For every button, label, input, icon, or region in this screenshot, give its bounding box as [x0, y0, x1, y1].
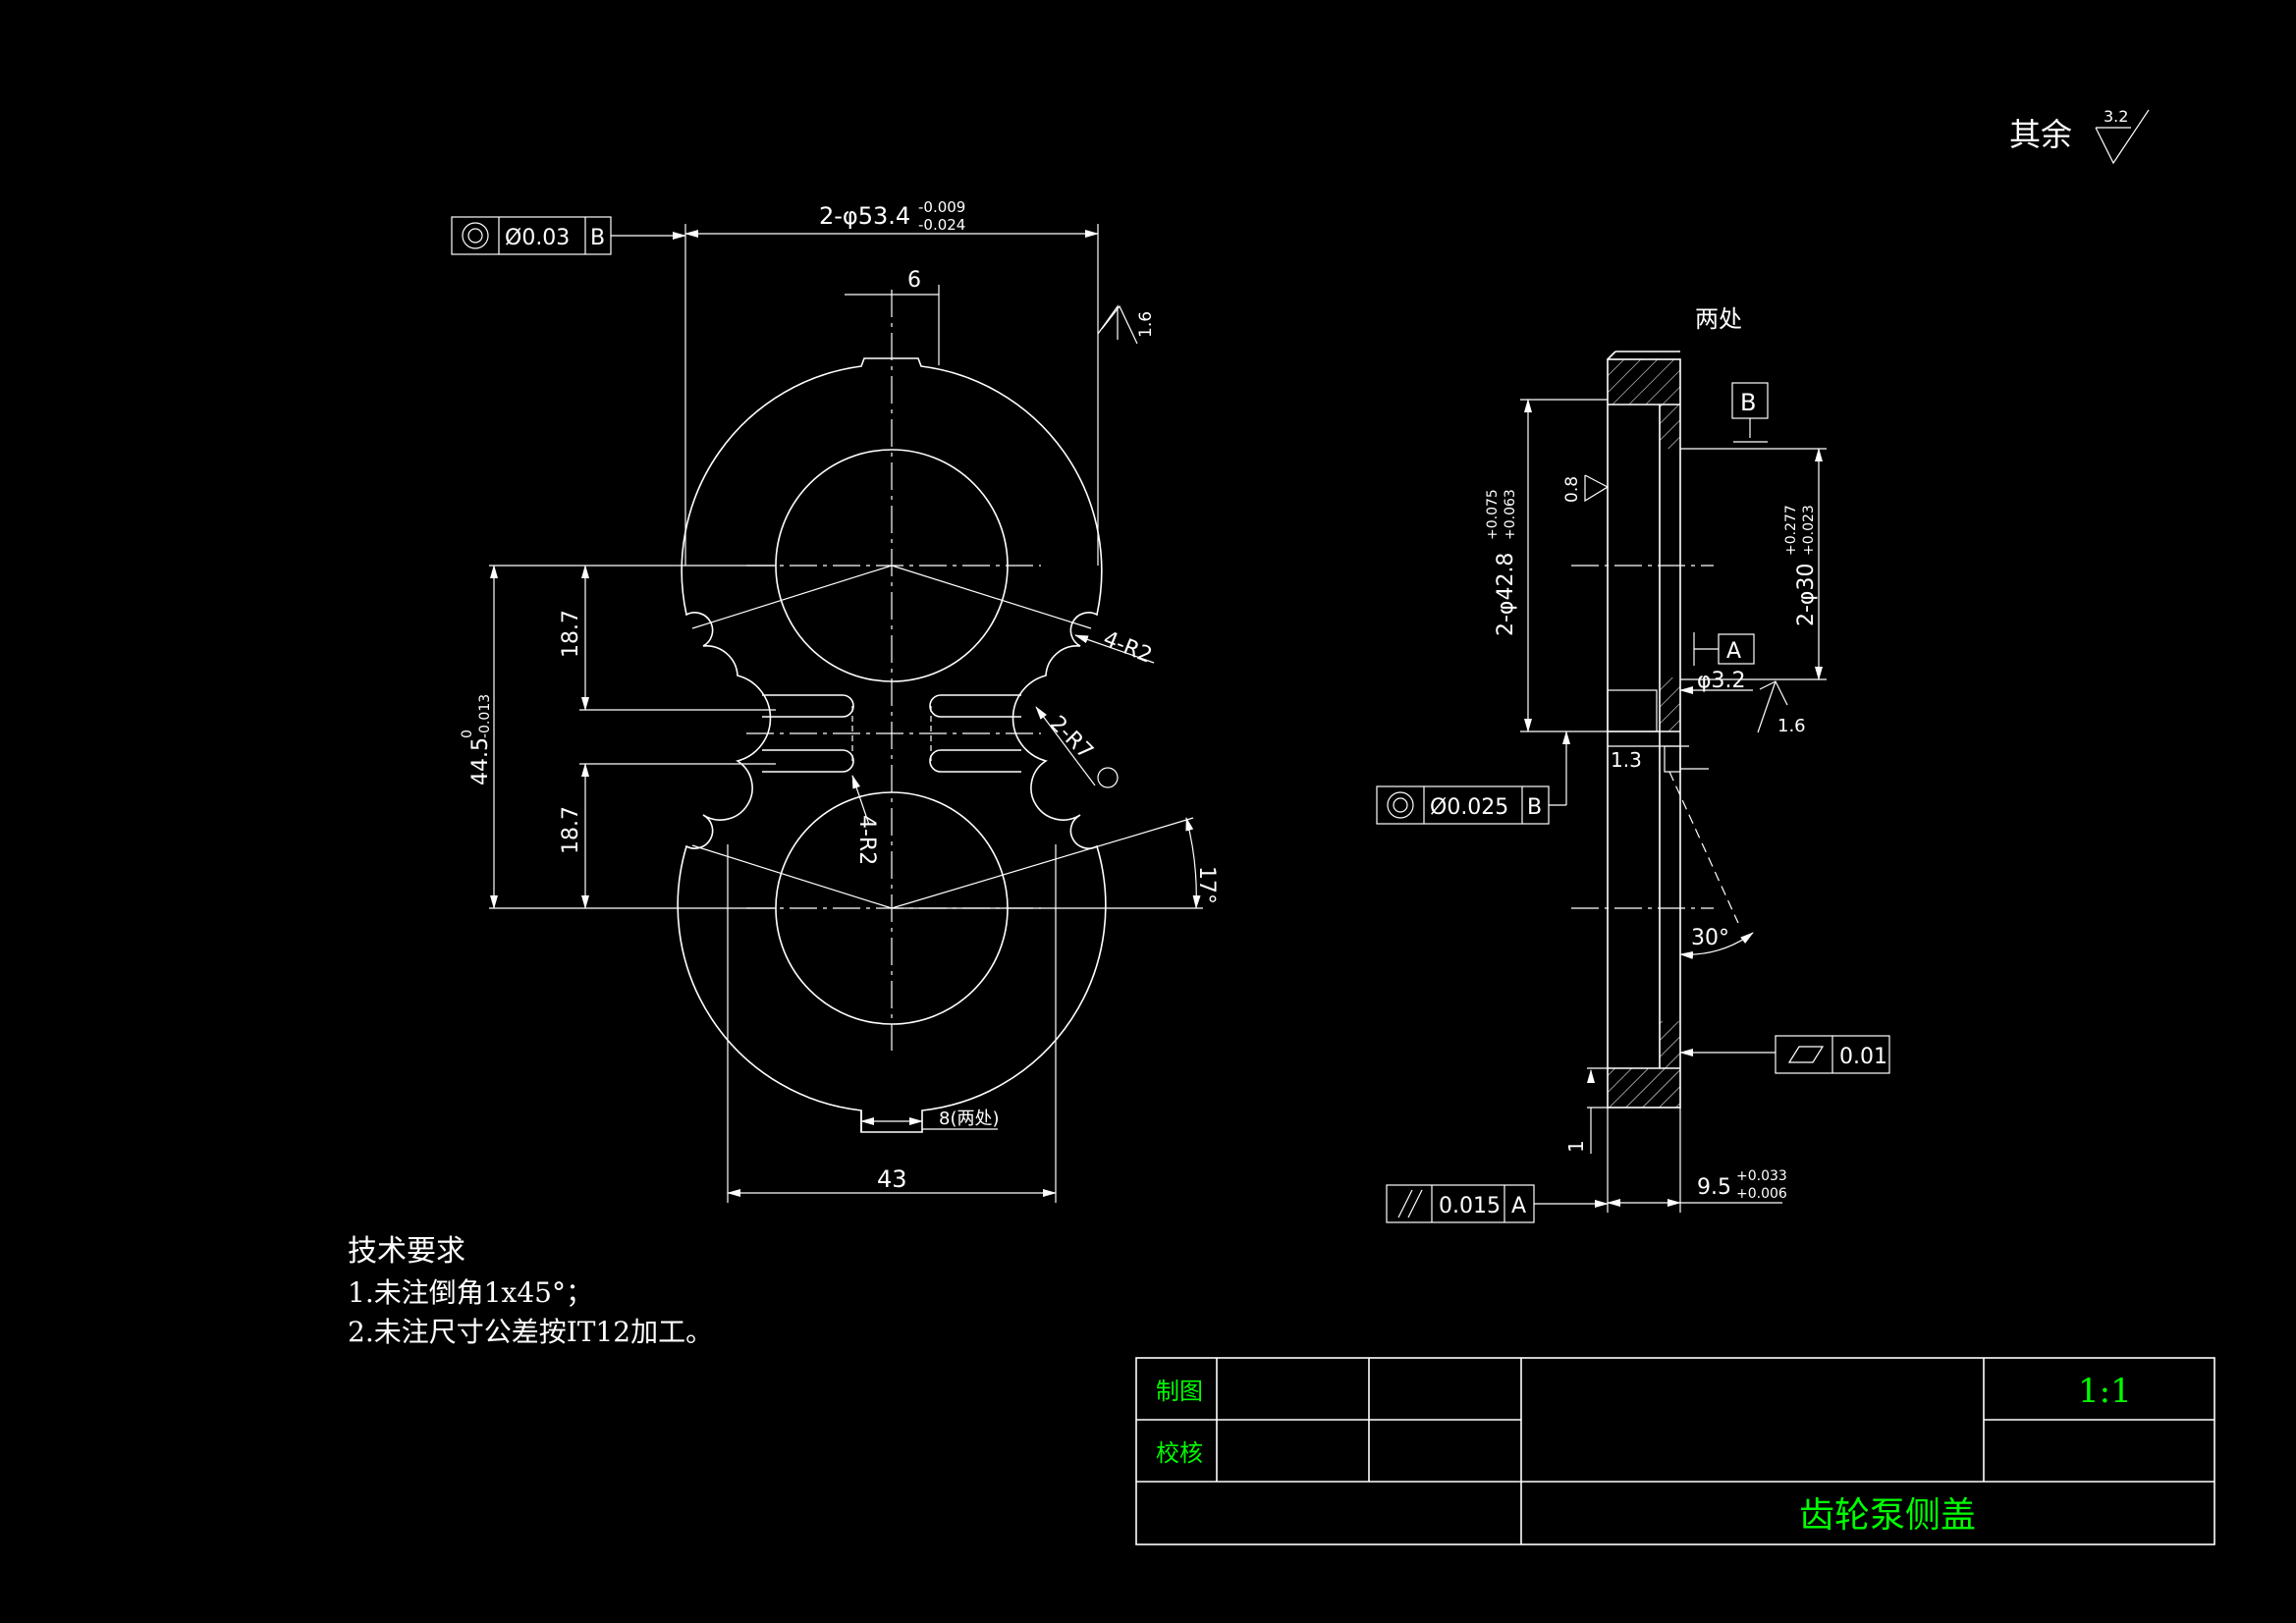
dim-outer-diameter: 2-φ53.4 [819, 202, 910, 230]
title-block-part-name: 齿轮泵侧盖 [1799, 1495, 1976, 1536]
dim-depth: 1.3 [1611, 748, 1642, 772]
general-roughness-note: 其余 3.2 [2009, 107, 2150, 165]
dim-center-distance-tol-lower: -0.013 [477, 694, 493, 738]
dim-bore-left-tol-lower: +0.063 [1503, 489, 1518, 540]
dim-notch-radius: 4-R2 [1100, 626, 1156, 668]
fcf-front-value: Ø0.03 [505, 226, 570, 250]
roughness-left-icon [1584, 474, 1610, 503]
dim-height-lower: 18.7 [559, 806, 583, 854]
dim-angle-side: 30° [1691, 926, 1729, 950]
dim-bottom-slot: 8(两处) [939, 1109, 1000, 1129]
title-block-checked-label: 校核 [1156, 1439, 1203, 1467]
fcf-side-parallelism: 0.015 A [1386, 1184, 1609, 1223]
fcf-coax-datum: B [1527, 795, 1542, 820]
fcf-par-datum: A [1511, 1194, 1526, 1218]
tech-req-title: 技术要求 [348, 1234, 465, 1269]
dim-center-distance-tol-upper: 0 [460, 730, 475, 738]
dim-bore-right-tol-lower: +0.023 [1801, 505, 1817, 556]
side-view: 两处 B 2-φ42.8 +0.075 +0.063 0.8 [1376, 305, 1890, 1223]
fcf-flat-value: 0.01 [1839, 1045, 1887, 1069]
roughness-note-value: 3.2 [2104, 107, 2128, 126]
dim-height-upper: 18.7 [559, 610, 583, 658]
dim-outer-diameter-tol-lower: -0.024 [918, 216, 965, 234]
parallelism-icon [1397, 1189, 1413, 1218]
dim-bore-left: 2-φ42.8 [1494, 553, 1518, 636]
side-section-outline [1607, 358, 1681, 1109]
dim-width: 43 [877, 1165, 907, 1193]
fcf-side-flatness: 0.01 [1679, 1035, 1890, 1074]
dim-center-distance: 44.5 [468, 737, 493, 785]
roughness-note-label: 其余 [2009, 116, 2072, 153]
dim-bore-right: 2-φ30 [1794, 564, 1819, 626]
roughness-left: 0.8 [1562, 476, 1582, 503]
dim-inner-radius: 4-R2 [854, 815, 879, 865]
dim-outer-diameter-tol-upper: -0.009 [918, 198, 965, 216]
fcf-coax-value: Ø0.025 [1430, 795, 1508, 820]
fcf-side-coaxiality: Ø0.025 B [1376, 730, 1570, 825]
coaxiality-icon [1387, 791, 1414, 819]
tech-req-line-1: 1.未注倒角1x45°； [348, 1276, 593, 1309]
fcf-par-value: 0.015 [1439, 1194, 1501, 1218]
title-block-scale: 1:1 [2078, 1372, 2132, 1411]
flatness-icon [1787, 1046, 1825, 1063]
concentricity-icon [462, 222, 489, 249]
front-view-outline [677, 357, 1107, 1133]
front-view: 2-φ53.4 -0.009 -0.024 Ø0.03 B 6 1.6 4-R2… [451, 198, 1219, 1203]
dim-hole: φ3.2 [1697, 669, 1746, 693]
dim-one: 1 [1564, 1140, 1588, 1153]
title-block-drawn-label: 制图 [1156, 1378, 1203, 1405]
dim-slot-width: 6 [907, 268, 921, 293]
dim-thickness-tol-upper: +0.033 [1736, 1168, 1787, 1184]
fcf-front-concentricity: Ø0.03 B [451, 216, 686, 255]
datum-b-label: B [1740, 389, 1756, 416]
datum-a-label: A [1726, 639, 1741, 664]
relief-slots [762, 694, 1021, 773]
dim-thickness-tol-lower: +0.006 [1736, 1186, 1787, 1202]
fcf-front-datum: B [590, 226, 605, 250]
dim-bore-left-tol-upper: +0.075 [1485, 489, 1501, 540]
dim-bore-right-tol-upper: +0.277 [1783, 505, 1799, 556]
dim-thickness: 9.5 [1697, 1175, 1731, 1200]
note-two-places: 两处 [1695, 305, 1742, 333]
roughness-front: 1.6 [1136, 311, 1156, 338]
dim-angle-front: 17° [1194, 866, 1219, 904]
technical-requirements: 技术要求 1.未注倒角1x45°； 2.未注尺寸公差按IT12加工。 [348, 1234, 713, 1348]
hatch-top [1608, 359, 1680, 405]
roughness-right: 1.6 [1777, 716, 1806, 736]
title-block: 制图 校核 1:1 齿轮泵侧盖 [1135, 1357, 2215, 1545]
tech-req-line-2: 2.未注尺寸公差按IT12加工。 [348, 1316, 713, 1348]
roughness-symbol-icon [2095, 109, 2150, 165]
dim-radius-7: 2-R7 [1045, 712, 1098, 765]
